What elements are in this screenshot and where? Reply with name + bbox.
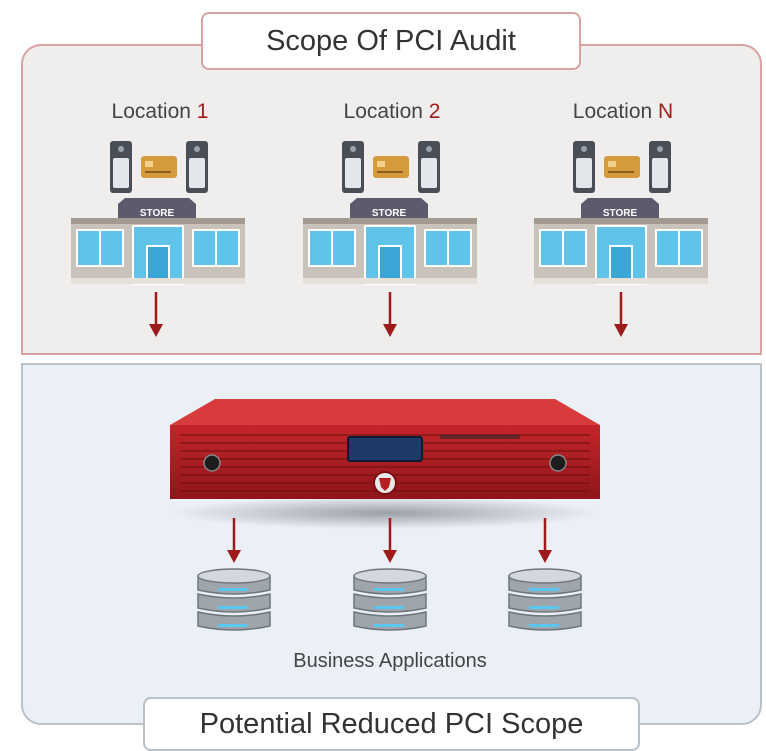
scope-title: Scope Of PCI Audit	[266, 24, 516, 57]
location-label-n: Location N	[572, 100, 674, 123]
location-label-1: Location 1	[111, 100, 209, 123]
payment-terminal-icon	[649, 141, 671, 193]
store-icon: STORE	[303, 198, 477, 285]
location-label-2: Location 2	[343, 100, 441, 123]
security-appliance-icon	[170, 399, 600, 529]
svg-text:STORE: STORE	[140, 208, 175, 219]
payment-terminal-icon	[186, 141, 208, 193]
payment-terminal-icon	[573, 141, 595, 193]
svg-text:STORE: STORE	[372, 208, 407, 219]
down-arrow-icon	[149, 292, 163, 337]
payment-terminal-icon	[110, 141, 132, 193]
down-arrow-icon	[227, 518, 241, 563]
store-icon: STORE	[534, 198, 708, 285]
payment-terminal-icon	[418, 141, 440, 193]
reduced-scope-title: Potential Reduced PCI Scope	[199, 707, 584, 740]
store-location-n: STORE	[526, 138, 716, 288]
app-server-icon	[197, 568, 271, 631]
payment-terminal-icon	[342, 141, 364, 193]
store-location-1: STORE	[63, 138, 253, 288]
reduced-scope-title-box: Potential Reduced PCI Scope	[143, 697, 640, 751]
credit-card-icon	[604, 156, 640, 178]
credit-card-icon	[373, 156, 409, 178]
svg-text:STORE: STORE	[603, 208, 638, 219]
down-arrow-icon	[614, 292, 628, 337]
store-icon: STORE	[71, 198, 245, 285]
down-arrow-icon	[538, 518, 552, 563]
business-applications-label: Business Applications	[293, 650, 487, 672]
scope-title-box: Scope Of PCI Audit	[201, 12, 581, 70]
app-server-icon	[508, 568, 582, 631]
app-server-icon	[353, 568, 427, 631]
down-arrow-icon	[383, 292, 397, 337]
store-location-2: STORE	[295, 138, 485, 288]
down-arrow-icon	[383, 518, 397, 563]
credit-card-icon	[141, 156, 177, 178]
